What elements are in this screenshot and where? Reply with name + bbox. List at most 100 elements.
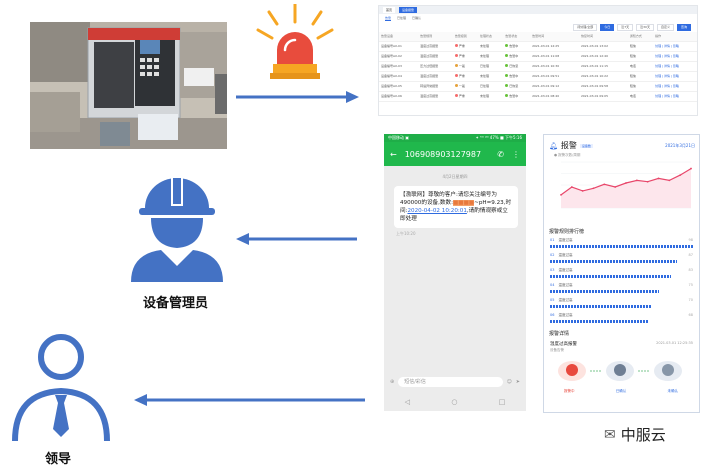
cell-text: 严重 — [458, 44, 465, 48]
status-dot — [505, 54, 509, 57]
data-point — [603, 183, 606, 186]
table-cell[interactable]: 处理 | 详情 | 忽略 — [653, 71, 697, 82]
alarm-badge: 设备数 — [579, 143, 593, 148]
nav-back-icon[interactable]: ◁ — [404, 398, 411, 406]
table-cell[interactable]: 处理 | 详情 | 忽略 — [653, 61, 697, 72]
rank-label: 温度过高 — [558, 238, 573, 242]
status-dot — [454, 74, 458, 77]
table-cell[interactable]: 处理 | 详情 | 忽略 — [653, 91, 697, 102]
tab-home[interactable]: 首页 — [383, 7, 396, 13]
table-cell: 未处理 — [478, 51, 504, 62]
cell-text: 未处理 — [480, 44, 490, 48]
detail-title: 报警详情 — [549, 331, 570, 337]
table-cell: 温度过高报警 — [418, 41, 453, 52]
sms-text-a: 【渤联网】尊敬的客户:请您关注编号为490000的设备,数数: — [400, 192, 497, 206]
cell-text: 2021-03-01 09:51 — [532, 74, 560, 78]
tab-device-alarm[interactable]: 设备报警 — [399, 7, 418, 13]
send-icon[interactable]: ➤ — [515, 379, 520, 385]
table-cell: 设备编号AX-05 — [379, 81, 419, 92]
detail-time: 2021.03.01 12:25:35 — [656, 341, 693, 345]
table-cell[interactable]: 处理 | 详情 | 忽略 — [653, 51, 697, 62]
col-rule: 告警规则 — [418, 32, 453, 42]
add-icon[interactable]: ⊕ — [390, 379, 395, 385]
data-point — [625, 182, 627, 184]
table-cell: 已处理 — [478, 81, 504, 92]
rank-index: 06 — [550, 313, 555, 317]
data-point — [592, 187, 595, 190]
subtab-handled[interactable]: 已处理 — [397, 16, 407, 20]
cell-text: 未处理 — [480, 74, 490, 78]
table-cell[interactable]: 处理 | 详情 | 忽略 — [653, 81, 697, 92]
leader-label: 领导 — [45, 452, 72, 467]
cell-text: 短信 — [629, 44, 636, 48]
subtab-alarm[interactable]: 告警 — [385, 15, 392, 21]
cell-text: 温度过高报警 — [420, 94, 439, 98]
table-cell: 温度过高报警 — [418, 51, 453, 62]
filter-custom[interactable]: 自定义 — [656, 23, 674, 31]
cell-text: 一般 — [458, 64, 465, 68]
alarm-light-icon — [256, 4, 334, 79]
more-icon[interactable]: ⋮ — [512, 149, 520, 159]
query-button[interactable]: 查询 — [676, 23, 691, 31]
cell-text: 电话 — [629, 64, 636, 68]
cell-text: 短信 — [629, 74, 636, 78]
data-point — [679, 174, 682, 177]
table-cell: 2021-03-01 08:40 — [530, 91, 579, 102]
cell-text: 2021-03-01 11:15 — [580, 64, 608, 68]
sms-input[interactable]: 短信/彩信 — [398, 377, 503, 387]
data-point — [614, 186, 617, 188]
emoji-icon[interactable]: ☺ — [506, 379, 512, 385]
filter-7d[interactable]: 近7天 — [617, 23, 634, 31]
back-arrow-icon[interactable]: ← — [390, 149, 397, 159]
sms-message: 【渤联网】尊敬的客户:请您关注编号为490000的设备,数数:■■■■~pH=9… — [394, 186, 518, 228]
table-cell[interactable]: 处理 | 详情 | 忽略 — [653, 41, 697, 52]
subtab-confirmed[interactable]: 已确认 — [412, 16, 422, 20]
cell-text: 严重 — [458, 94, 465, 98]
sms-phone-screenshot: 中国移动 ▣ ✦ ⁵ᴳ ⁴ᴳ 47% ■ 下午5:16 ← 1069089031… — [384, 134, 526, 411]
nav-recent-icon[interactable]: □ — [498, 398, 506, 406]
table-cell: 2021-03-01 10:22 — [578, 71, 628, 82]
sms-time-link[interactable]: 2020-04-02 10:20:01 — [407, 208, 467, 214]
cell-text: 设备编号AX-02 — [381, 54, 402, 58]
cell-text: 2021-03-01 10:22 — [580, 74, 608, 78]
cell-text: 处理 | 详情 | 忽略 — [655, 64, 679, 68]
phone-icon[interactable]: ✆ — [497, 149, 504, 159]
col-level: 告警级别 — [452, 32, 479, 42]
alarm-date[interactable]: 2021年3月21日 — [665, 142, 695, 148]
rank-label: 温度过高 — [558, 283, 573, 287]
nav-home-icon[interactable]: ○ — [451, 398, 458, 406]
table-cell: 2021-03-01 09:51 — [530, 71, 579, 82]
rank-label: 温度过高 — [558, 298, 573, 302]
cell-text: 严重 — [458, 54, 465, 58]
table-cell: 设备编号AX-04 — [379, 71, 419, 82]
filter-today[interactable]: 今日 — [600, 23, 615, 31]
detail-stages-graphic — [558, 361, 682, 381]
table-cell: 2021-03-01 10:30 — [530, 61, 579, 72]
table-cell: 电话 — [627, 91, 654, 102]
table-cell: 设备编号AX-02 — [379, 51, 419, 62]
filter-scope[interactable]: 待处理/全部 — [573, 23, 598, 31]
table-cell: 告警中 — [503, 51, 531, 62]
alarm-trend-chart — [560, 161, 692, 209]
filter-30d[interactable]: 近30天 — [636, 23, 654, 31]
status-dot — [454, 64, 458, 67]
chart-note: ● 报警次数/周期 — [554, 153, 581, 157]
status-dot — [454, 84, 458, 87]
table-cell: 2021-03-01 09:58 — [578, 81, 628, 92]
sms-text-b: ~pH=9.23,时间: — [400, 200, 512, 214]
stage-confirmed: 已确认 — [615, 389, 627, 393]
